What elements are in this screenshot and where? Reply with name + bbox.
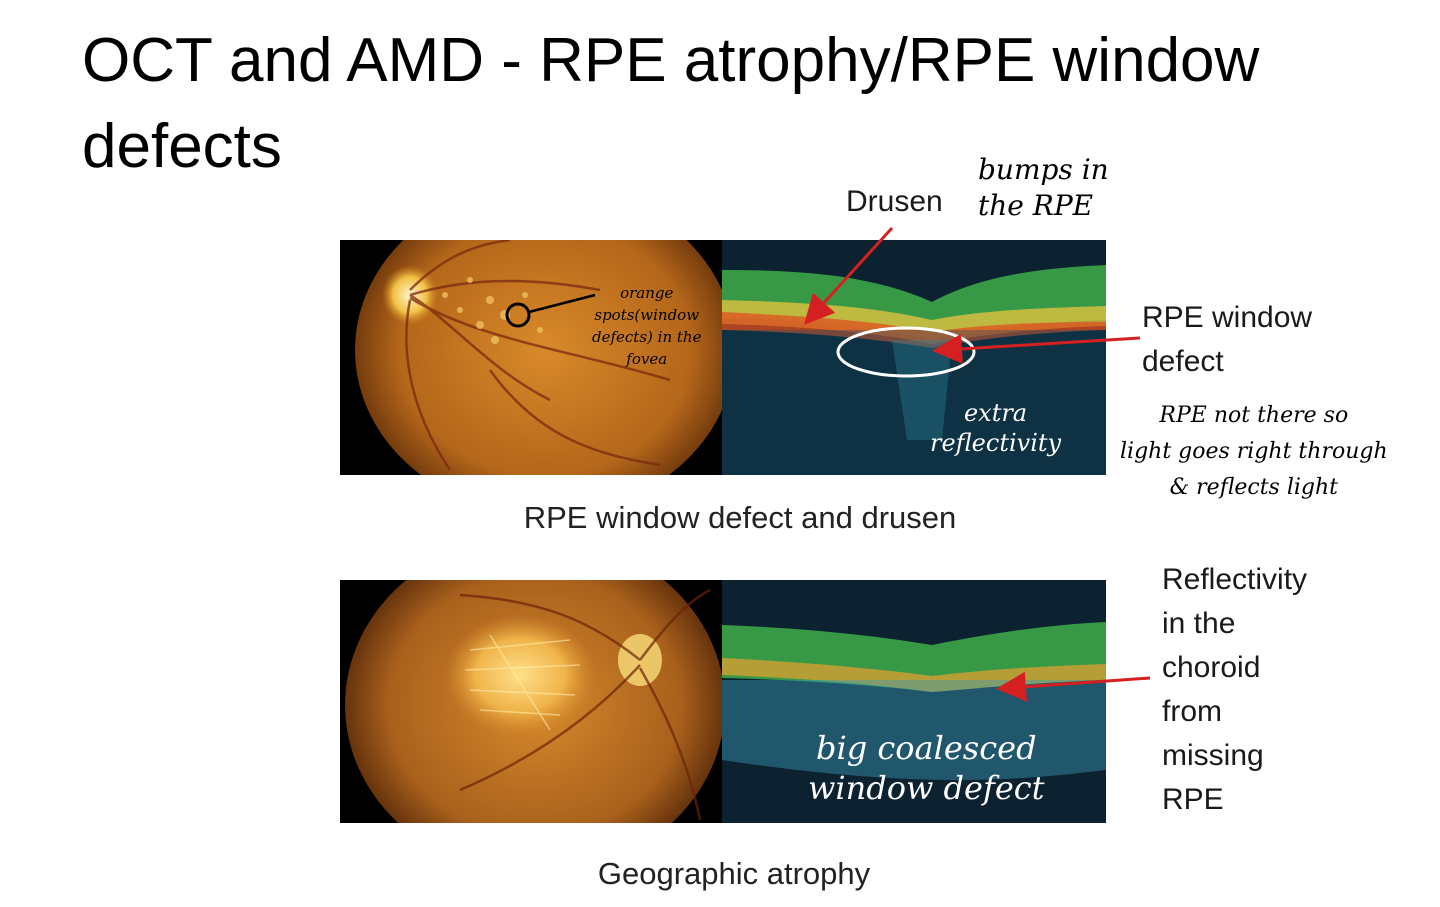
figure-geographic-atrophy <box>340 580 1106 823</box>
fundus-photo-drusen <box>340 240 722 475</box>
note-big-coalesced: big coalesced window defect <box>808 729 1045 807</box>
note-extra-reflectivity: extra reflectivity <box>930 399 1062 457</box>
slide-title: OCT and AMD - RPE atrophy/RPE window def… <box>82 26 1260 181</box>
note-rpe-not-there: RPE not there so light goes right throug… <box>1120 403 1388 500</box>
note-orange-spots: orange spots(window defects) in the fove… <box>592 284 702 368</box>
label-drusen: Drusen <box>846 185 943 218</box>
label-rpe-window-defect: RPE window defect <box>1142 301 1313 378</box>
note-bumps-in-rpe: bumps in the RPE <box>978 153 1109 222</box>
fundus-photo-geographic-atrophy <box>340 580 722 823</box>
caption-window-defect-drusen: RPE window defect and drusen <box>523 500 957 535</box>
oct-scan-geographic-atrophy <box>722 580 1106 823</box>
label-reflectivity-choroid: Reflectivity in the choroid from missing… <box>1162 563 1308 816</box>
caption-geographic-atrophy: Geographic atrophy <box>597 856 871 891</box>
